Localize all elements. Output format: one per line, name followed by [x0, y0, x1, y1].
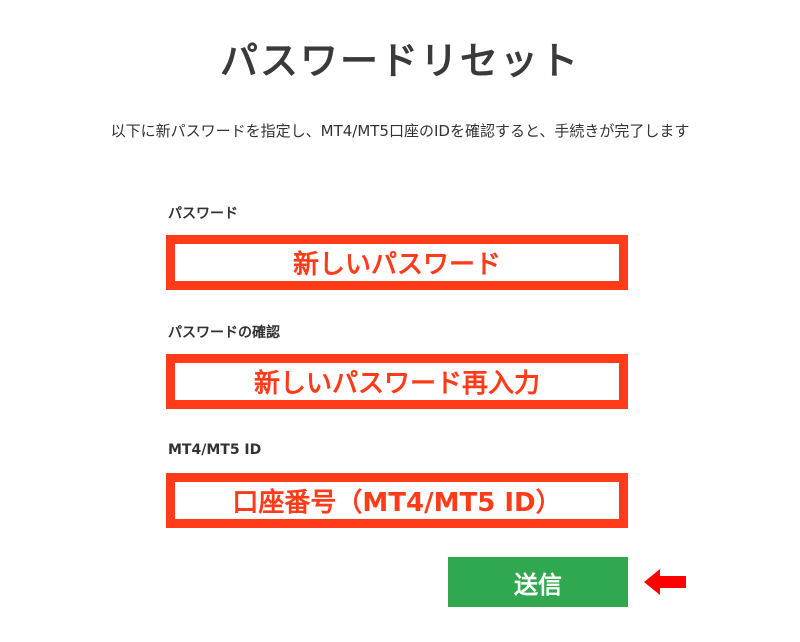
submit-button[interactable]: 送信 [448, 557, 628, 607]
left-arrow-icon [644, 569, 686, 595]
account-id-field[interactable]: 口座番号（MT4/MT5 ID） [166, 473, 628, 528]
submit-button-label: 送信 [514, 570, 562, 599]
page-title: パスワードリセット [219, 39, 580, 83]
account-id-label: MT4/MT5 ID [168, 442, 262, 458]
password-confirm-placeholder: 新しいパスワード再入力 [253, 369, 540, 399]
password-label: パスワード [168, 206, 238, 222]
password-field[interactable]: 新しいパスワード [166, 235, 628, 290]
account-id-placeholder: 口座番号（MT4/MT5 ID） [232, 488, 562, 518]
page-description: 以下に新パスワードを指定し、MT4/MT5口座のIDを確認すると、手続きが完了し… [110, 122, 690, 140]
password-placeholder: 新しいパスワード [292, 250, 501, 280]
password-confirm-label: パスワードの確認 [168, 325, 280, 341]
password-confirm-field[interactable]: 新しいパスワード再入力 [166, 354, 628, 409]
